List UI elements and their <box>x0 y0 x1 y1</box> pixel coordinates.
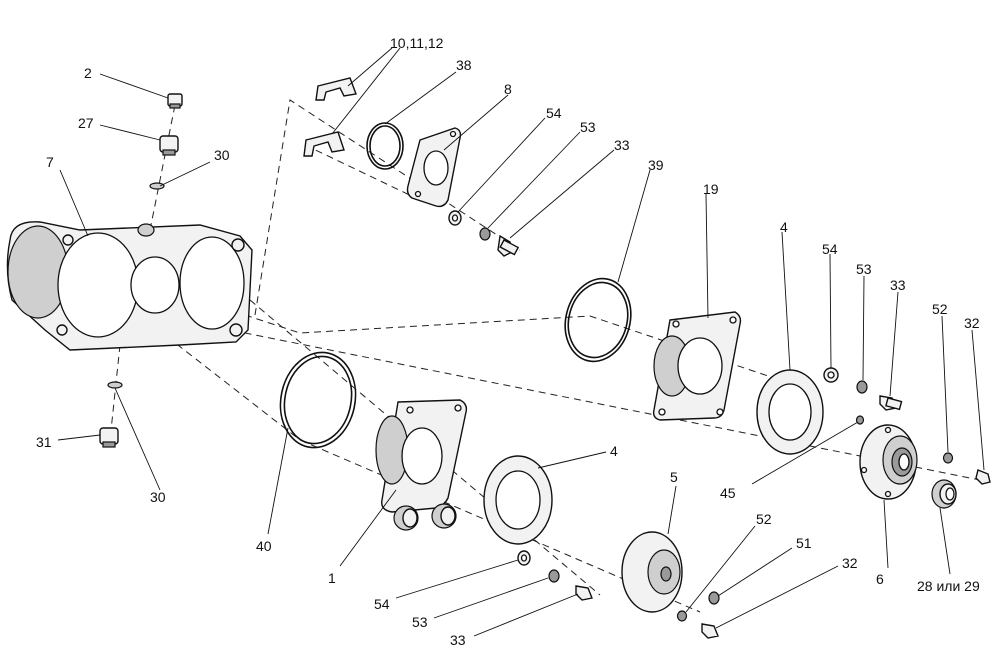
washer-part-54-right <box>823 367 839 383</box>
o-ring-part-38 <box>366 122 404 170</box>
lock-washer-part-53-lower <box>548 569 560 583</box>
clip-parts-10-11-12 <box>303 77 357 157</box>
gasket-part-4-lower <box>483 455 553 545</box>
washer-part-30-bottom <box>107 381 123 389</box>
plug-part-2 <box>167 93 183 109</box>
housing-part-7 <box>6 221 253 351</box>
lock-washer-part-53-upper <box>479 227 491 241</box>
callout-4-lower: 4 <box>610 443 618 459</box>
washer-part-30-top <box>149 182 165 190</box>
callout-27: 27 <box>78 115 94 131</box>
callout-45: 45 <box>720 485 736 501</box>
callout-52-right: 52 <box>932 301 948 317</box>
bolt-part-32-right <box>975 469 991 485</box>
seal-part-28-29 <box>931 479 957 509</box>
bolt-part-33-right <box>879 395 903 411</box>
callout-4-upper: 4 <box>780 219 788 235</box>
callout-28-or-29: 28 или 29 <box>917 578 980 594</box>
callout-52-lower: 52 <box>756 511 772 527</box>
callout-33-right: 33 <box>890 277 906 293</box>
callout-33-lower: 33 <box>450 632 466 648</box>
callout-5: 5 <box>670 469 678 485</box>
callout-54-lower: 54 <box>374 596 390 612</box>
o-ring-part-40 <box>279 351 357 449</box>
plug-part-31 <box>99 427 119 448</box>
callout-10-11-12: 10,11,12 <box>390 35 444 51</box>
lock-washer-part-52-right <box>942 452 954 464</box>
callout-32-lower: 32 <box>842 555 858 571</box>
callout-labels: 2 27 30 7 31 30 10,11,12 38 8 54 53 33 3… <box>36 35 980 648</box>
bolt-part-33-lower <box>575 585 593 601</box>
cap-part-5 <box>621 531 683 613</box>
bolt-part-33-upper <box>497 234 520 257</box>
lock-washer-part-52-lower <box>676 610 688 622</box>
callout-30-bottom: 30 <box>150 489 166 505</box>
callout-39: 39 <box>648 157 664 173</box>
callout-54-upper: 54 <box>546 105 562 121</box>
lock-washer-part-53-right <box>856 380 868 394</box>
bolt-part-32-lower <box>701 623 719 639</box>
washer-part-54-upper <box>448 210 462 226</box>
callout-32-right: 32 <box>964 315 980 331</box>
nut-part-51 <box>708 591 720 605</box>
callout-40: 40 <box>256 538 272 554</box>
callout-33-upper: 33 <box>614 137 630 153</box>
callout-53-upper: 53 <box>580 119 596 135</box>
flange-part-19 <box>652 311 742 421</box>
callout-2: 2 <box>84 65 92 81</box>
callout-30-top: 30 <box>214 147 230 163</box>
callout-7: 7 <box>46 154 54 170</box>
callout-53-right: 53 <box>856 261 872 277</box>
cover-part-6 <box>859 424 918 500</box>
callout-38: 38 <box>456 57 472 73</box>
bearing-housing-part-1 <box>375 399 468 531</box>
washer-part-54-lower <box>517 550 531 566</box>
o-ring-part-39 <box>564 277 632 363</box>
callout-54-right: 54 <box>822 241 838 257</box>
dowel-part-45 <box>855 415 865 425</box>
callout-51: 51 <box>796 535 812 551</box>
flange-part-8 <box>406 127 462 208</box>
callout-8: 8 <box>504 81 512 97</box>
callout-31: 31 <box>36 434 52 450</box>
callout-1: 1 <box>328 570 336 586</box>
gasket-part-4-upper <box>756 369 824 455</box>
callout-19: 19 <box>703 181 719 197</box>
leader-lines <box>57 47 985 637</box>
plug-part-27 <box>159 135 179 156</box>
callout-6: 6 <box>876 571 884 587</box>
callout-53-lower: 53 <box>412 614 428 630</box>
